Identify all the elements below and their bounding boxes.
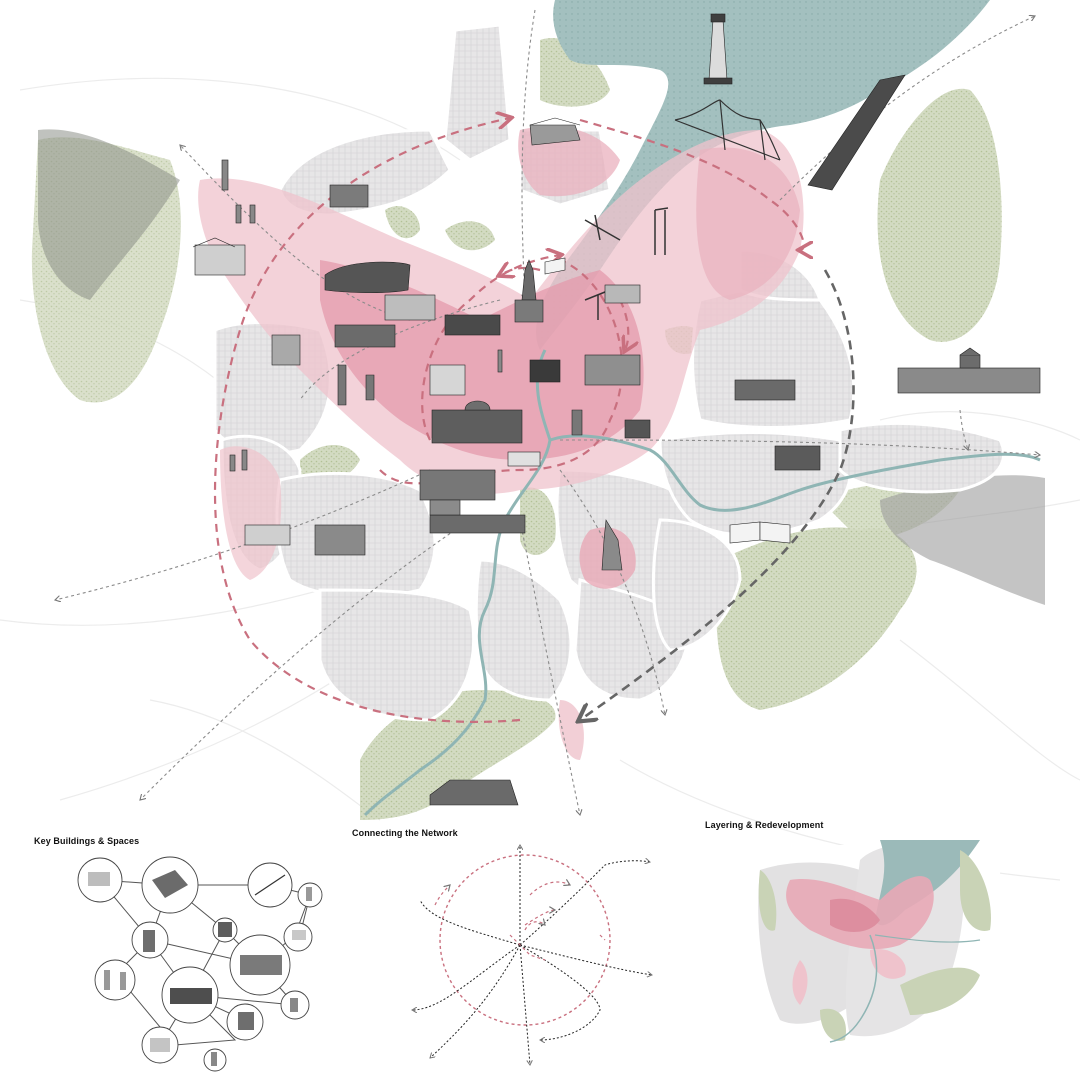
river [363,349,1041,817]
network-paths-pink [434,882,606,961]
redevelopment-zones [198,126,804,760]
building-icons [244,184,821,556]
caption-layering-redevelopment: Layering & Redevelopment [705,820,824,830]
caption-connecting-network: Connecting the Network [352,828,458,838]
chimney-icon [221,159,503,472]
hangar-icon [429,779,519,806]
bridge-icon [674,99,781,161]
connecting-network-diagram [412,845,652,1065]
cathedral-icon [514,259,544,323]
lighthouse-icon [703,13,733,85]
city-hall-icon [419,364,523,501]
stadium-icon [324,261,411,294]
layering-diagram [755,840,1000,1045]
diagram-node-icons [88,870,312,1066]
memorial-icon [337,364,623,571]
hill-photo-east [880,475,1045,605]
castle-icon [192,237,436,348]
key-buildings-diagram [77,856,323,1072]
diagram-nodes [77,856,323,1072]
hill-photo-west [38,129,180,300]
network-routes-dark [580,269,855,720]
landmarks [192,13,1041,806]
caption-key-buildings: Key Buildings & Spaces [34,836,140,846]
network-routes-thin [55,9,1040,815]
quay-building-icon [529,117,581,146]
open-book-icon [544,257,791,544]
network-ring [439,854,611,1026]
network-paths-dark [412,845,652,1065]
parliament-building-icon [897,347,1041,394]
ship-icon [807,74,906,191]
